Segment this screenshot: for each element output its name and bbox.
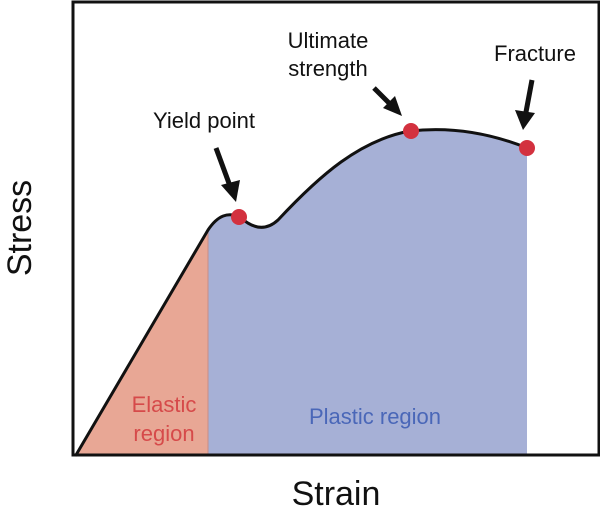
plastic-region-label: Plastic region xyxy=(309,404,441,429)
yield-point-marker xyxy=(231,209,247,225)
ultimate-strength-label-line2: strength xyxy=(288,56,368,81)
elastic-region-label-line2: region xyxy=(133,421,194,446)
ultimate-strength-arrow xyxy=(372,86,402,116)
yield-point-label: Yield point xyxy=(153,108,255,133)
ultimate-strength-marker xyxy=(403,123,419,139)
ultimate-strength-label-line1: Ultimate xyxy=(288,28,369,53)
y-axis-label: Stress xyxy=(1,180,39,276)
fracture-marker xyxy=(519,140,535,156)
elastic-region-label-line1: Elastic xyxy=(132,392,197,417)
x-axis-label: Strain xyxy=(292,475,381,512)
yield-point-arrow xyxy=(213,147,240,202)
fracture-arrow xyxy=(515,79,535,130)
fracture-label: Fracture xyxy=(494,41,576,66)
